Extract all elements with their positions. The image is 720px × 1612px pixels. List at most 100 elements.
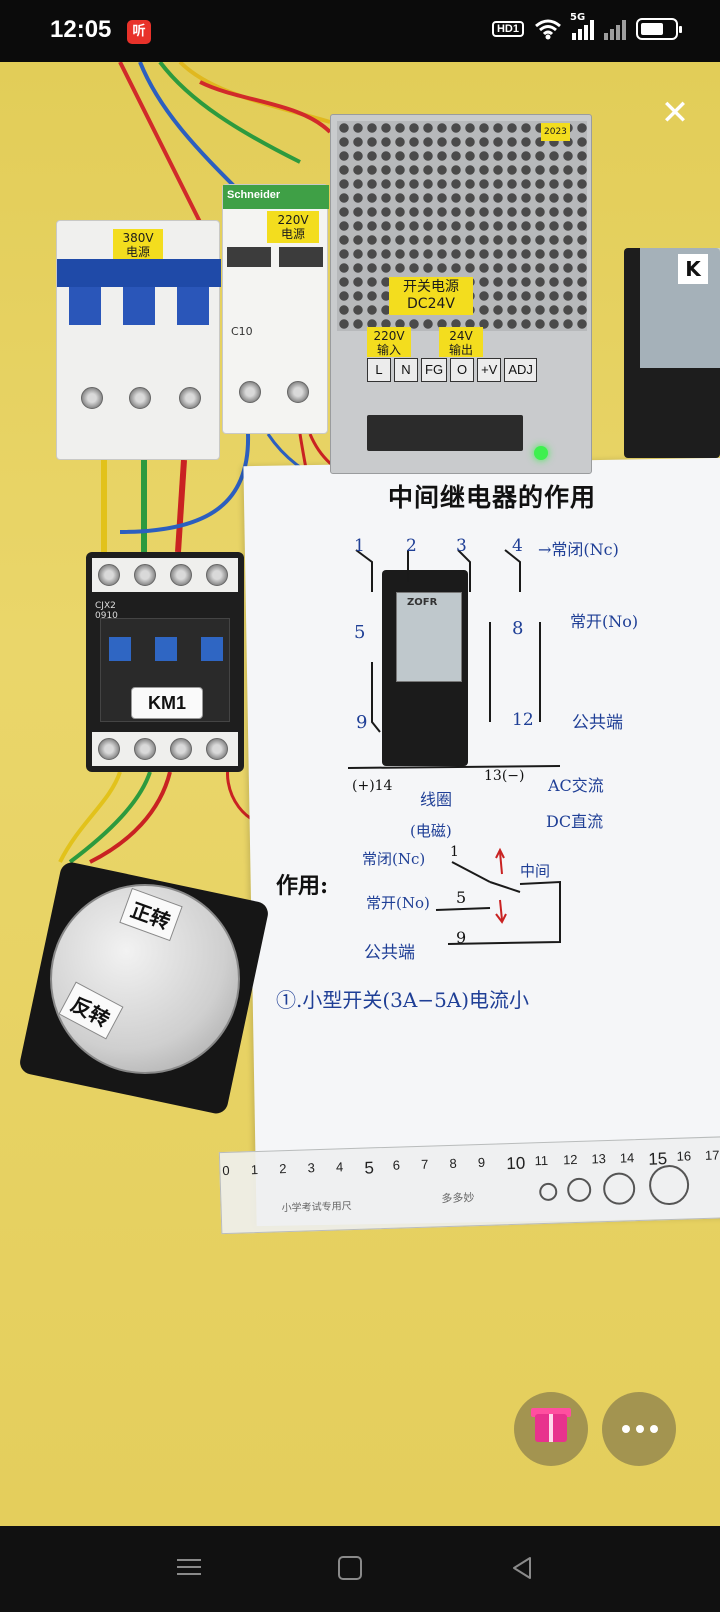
terminal-screw [206,738,228,760]
breaker-220v-brand: Schneider [227,189,281,201]
diagram-label-no: 常开(No) [570,612,639,631]
ruler-number: 12 [562,1151,578,1168]
diagram-label-4: 4 [512,536,523,556]
terminal-screw [134,564,156,586]
breaker-220v-handle-2 [279,247,323,267]
diagram-label-magnet: (电磁) [410,822,452,840]
status-time: 12:05 [50,16,112,43]
diagram-label-function-no: 常开(No) [366,894,430,912]
gift-button[interactable] [514,1392,588,1466]
ruler-stencil-circle [648,1164,690,1206]
diagram-label-function-5: 5 [456,888,467,907]
switching-power-supply: 2023 开关电源 DC24V 220V 输入 24V 输出 L N FG O … [330,114,592,474]
ruler-brand: 多多妙 [441,1191,475,1206]
relay-right-label: K [678,254,708,284]
breaker-380v-paddle-2 [123,287,155,325]
back-button[interactable] [508,1554,538,1584]
ruler-number: 17 [704,1147,720,1163]
breaker-380v-toggle-bar [57,259,221,287]
terminal-screw [98,738,120,760]
contactor-window [201,637,223,661]
diagram-label-5: 5 [354,622,366,643]
diagram-label-1: 1 [354,536,365,556]
breaker-220v-brand-bar: Schneider [223,185,329,209]
more-options-button[interactable] [602,1392,676,1466]
psu-terminal-fg: FG [421,358,448,382]
hd-voice-icon: HD1 [491,21,524,37]
ruler-number: 8 [449,1155,457,1171]
diagram-label-function-9: 9 [456,928,467,947]
breaker-380v-paddle-1 [69,287,101,325]
network-type-label: 5G [570,12,586,23]
terminal-screw [98,564,120,586]
psu-terminal-labels: L N FG O +V ADJ [367,358,537,382]
psu-terminal-l: L [367,358,391,382]
diagram-label-minus13: 13(−) [484,768,525,784]
breaker-220v-handle-1 [227,247,271,267]
intermediate-relay-body: ZOFR [396,592,462,682]
diagram-label-function-common: 公共端 [364,943,415,963]
diagram-label-dc: DC直流 [546,812,604,831]
contactor-top-terminals [92,558,238,592]
ruler-number: 3 [307,1160,316,1176]
terminal-screw [170,564,192,586]
ruler-number: 11 [534,1152,549,1169]
ruler-number: 2 [278,1161,287,1177]
ruler-caption: 小学考试专用尺 [281,1201,352,1215]
home-button[interactable] [338,1556,362,1580]
relay-right-edge: K [624,248,720,458]
ruler-number: 7 [420,1156,429,1172]
terminal-screw [239,381,261,403]
psu-main-tag: 开关电源 DC24V [389,277,473,315]
diagram-label-8: 8 [512,618,524,639]
ruler-number: 9 [477,1154,486,1171]
diagram-note: ①.小型开关(3A−5A)电流小 [276,988,530,1012]
terminal-screw [81,387,103,409]
relay-brand: ZOFR [407,597,438,608]
ruler-number: 14 [619,1150,635,1166]
menu-icon [177,1559,201,1561]
diagram-label-function-nc: 常闭(Nc) [362,850,426,868]
terminal-screw [206,564,228,586]
close-button[interactable]: ✕ [660,93,690,133]
diagram-label-12: 12 [512,710,534,730]
breaker-380v: 380V 电源 [56,220,221,460]
psu-terminal-block [367,415,523,451]
terminal-screw [129,387,151,409]
breaker-220v-tag: 220V 电源 [267,211,319,243]
psu-year-label: 2023 [541,123,570,141]
ruler-number: 16 [676,1148,692,1164]
ruler-number: 5 [364,1158,375,1178]
psu-terminal-adj: ADJ [504,358,537,382]
psu-input-tag: 220V 输入 [367,327,411,357]
terminal-screw [179,387,201,409]
ruler-stencil-circle [538,1182,558,1202]
psu-power-led [534,446,548,460]
navigation-bar [0,1526,720,1612]
diagram-label-function-mid: 中间 [520,862,551,880]
battery-icon [636,18,682,40]
ruler-number: 0 [222,1162,230,1179]
psu-terminal-n: N [394,358,418,382]
more-icon [622,1425,658,1433]
ruler-stencil-circle [566,1177,592,1203]
app-notification-icon: 听 [127,20,151,44]
contactor-km1: CJX2 0910 KM1 [86,552,244,772]
breaker-380v-paddle-3 [177,287,209,325]
status-bar: 12:05 听 HD1 5G [0,0,720,62]
breaker-220v: Schneider 220V 电源 C10 [222,184,329,434]
ruler-number: 1 [250,1161,259,1178]
diagram-label-function-1: 1 [450,844,459,860]
recent-apps-button[interactable] [174,1554,204,1584]
ruler-stencil-circle [602,1172,636,1206]
contactor-km1-label: KM1 [131,687,203,719]
contactor-window [155,637,177,661]
battery-level [641,23,664,35]
video-player[interactable]: 380V 电源 Schneider 220V 电源 C10 2023 开关电源 … [0,62,720,1526]
whiteboard-paper [243,457,720,1227]
wifi-icon [535,19,561,40]
diagram-label-coil: 线圈 [420,790,453,809]
cellular-signal-2-icon [604,18,626,40]
diagram-label-plus14: (+)14 [352,778,393,794]
